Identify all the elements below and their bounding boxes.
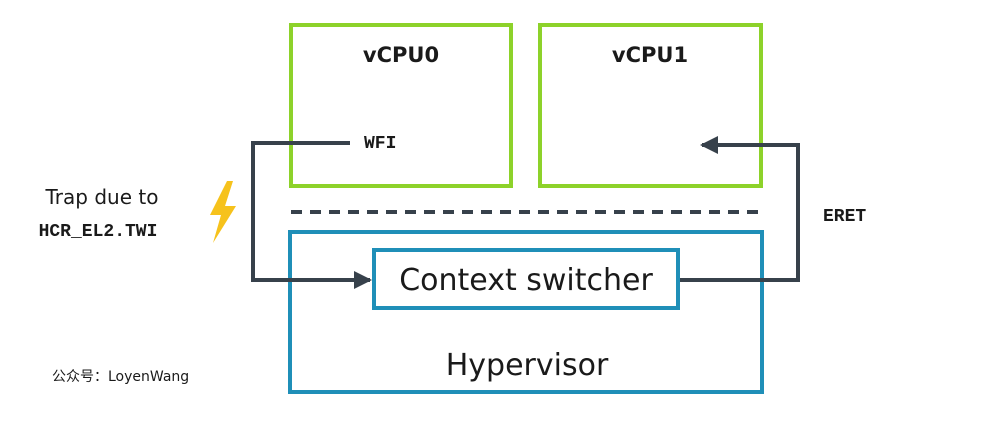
lightning-bolt-icon <box>210 181 236 243</box>
vcpu0-box <box>289 23 513 188</box>
wfi-label: WFI <box>364 134 396 154</box>
vcpu1-label: vCPU1 <box>612 43 688 67</box>
context-switcher-label: Context switcher <box>399 263 653 298</box>
eret-label: ERET <box>823 207 866 227</box>
trap-reason-line2: HCR_EL2.TWI <box>39 222 158 242</box>
eret-arrow <box>680 136 800 282</box>
hypervisor-label: Hypervisor <box>446 348 609 383</box>
trap-arrow <box>251 141 372 289</box>
vcpu1-box <box>538 23 763 188</box>
trap-reason-line1: Trap due to <box>45 185 159 209</box>
watermark-text: 公众号：LoyenWang <box>52 369 189 385</box>
vcpu0-label: vCPU0 <box>363 43 439 67</box>
hypervisor-box <box>288 230 764 394</box>
context-switcher-box <box>372 248 680 310</box>
